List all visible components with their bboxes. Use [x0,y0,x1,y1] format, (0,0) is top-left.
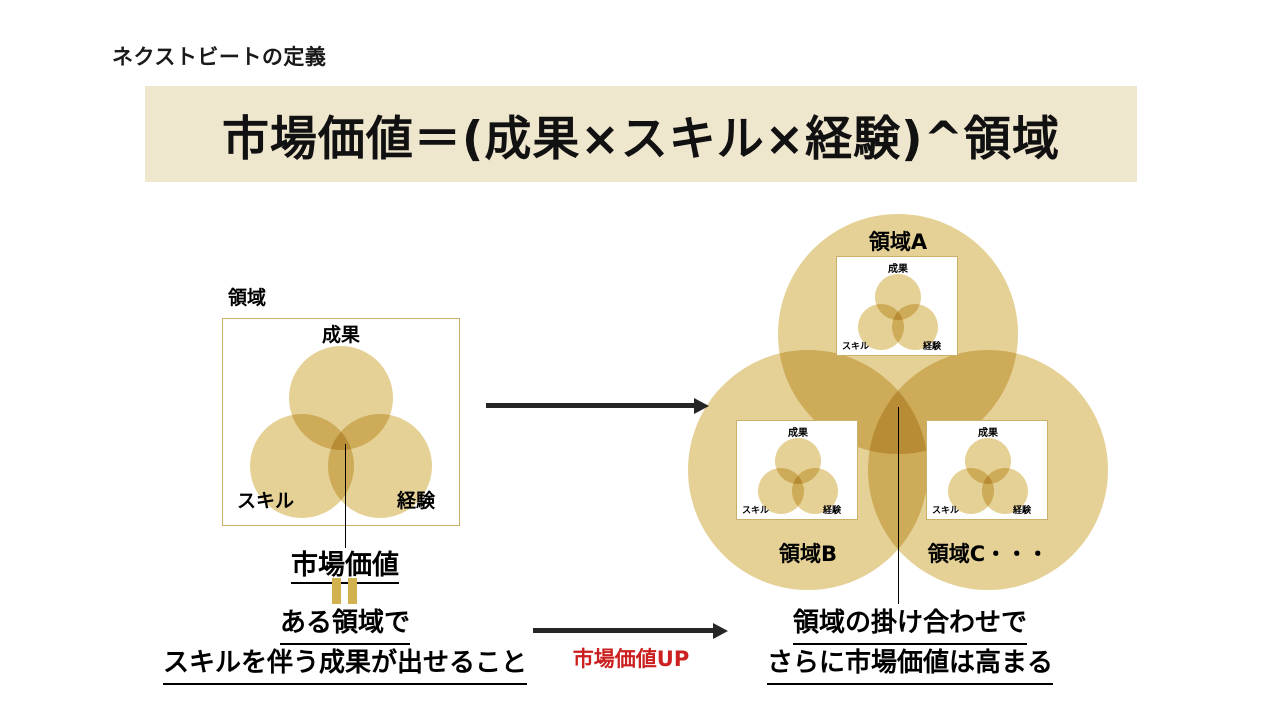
venn-label-skill: スキル [742,506,770,516]
arrow-shaft [533,628,714,633]
formula-banner: 市場価値＝(成果×スキル×経験)^領域 [145,86,1137,182]
mini-venn-box-a: 成果 スキル 経験 [836,256,958,356]
venn-circle-experience [892,304,938,350]
domain-label-a: 領域A [868,230,928,254]
mini-venn-diagram-c: 成果 スキル 経験 [927,421,1049,521]
mini-venn-box-c: 成果 スキル 経験 [926,420,1048,520]
left-caption: ある領域で スキルを伴う成果が出せること [0,605,690,685]
right-caption: 領域の掛け合わせで さらに市場価値は高まる [730,605,1090,685]
mini-venn-box-b: 成果 スキル 経験 [736,420,858,520]
venn-label-outcome: 成果 [888,264,908,275]
venn-label-experience: 経験 [823,506,842,516]
page-title: ネクストビートの定義 [112,45,327,69]
venn-label-outcome: 成果 [978,428,998,439]
venn-label-outcome: 成果 [788,428,808,439]
domain-label-c: 領域C・・・ [927,542,1049,566]
right-connector-line [898,407,899,604]
mini-venn-diagram-b: 成果 スキル 経験 [737,421,859,521]
left-venn-diagram: 成果 スキル 経験 [222,318,460,526]
domain-label-b: 領域B [778,542,837,566]
left-caption-line2: スキルを伴う成果が出せること [162,645,527,685]
market-value-up-label: 市場価値UP [572,647,690,671]
mini-venn-diagram-a: 成果 スキル 経験 [837,257,959,357]
venn-circle-experience [982,468,1028,514]
right-caption-line2: さらに市場価値は高まる [766,645,1053,685]
venn-label-skill: スキル [237,490,295,512]
left-connector-line [345,444,346,548]
equals-bar-left [332,578,341,604]
venn-label-skill: スキル [932,506,960,516]
arrow-shaft [486,403,695,408]
equals-icon [331,578,359,604]
venn-label-experience: 経験 [397,490,436,512]
arrow-head [713,623,728,639]
venn-circle-experience [792,468,838,514]
market-value-heading: 市場価値 [0,543,690,584]
venn-label-outcome: 成果 [321,324,360,346]
formula-text: 市場価値＝(成果×スキル×経験)^領域 [221,111,1061,167]
venn-label-experience: 経験 [923,342,942,352]
venn-label-skill: スキル [842,342,870,352]
equals-bar-right [348,578,357,604]
left-domain-label: 領域 [228,287,267,309]
right-caption-line1: 領域の掛け合わせで [792,605,1027,645]
left-caption-line1: ある領域で [279,605,410,645]
venn-label-experience: 経験 [1013,506,1032,516]
